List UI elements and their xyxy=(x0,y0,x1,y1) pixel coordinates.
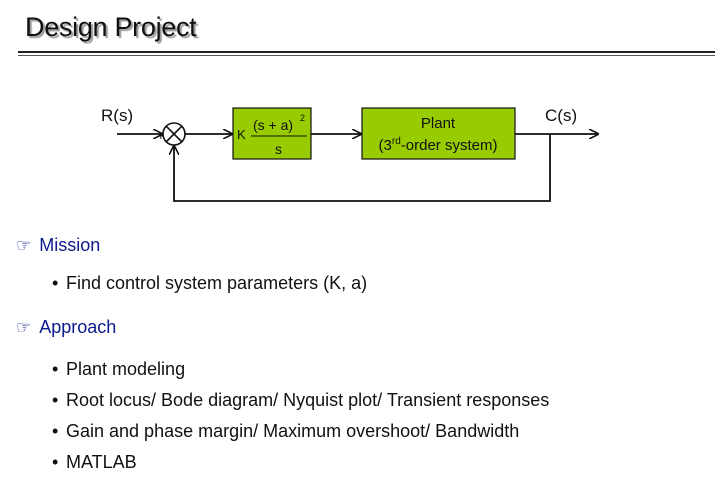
block-diagram: R(s) + K (s + a) 2 s Plant (3rd-order sy… xyxy=(101,106,720,202)
list-item: • Gain and phase margin/ Maximum overshoo… xyxy=(52,421,519,442)
controller-gain: K xyxy=(237,127,246,142)
input-label: R(s) xyxy=(101,106,133,125)
output-label: C(s) xyxy=(545,106,577,125)
list-item: • Find control system parameters (K, a) xyxy=(52,273,367,294)
controller-numerator: (s + a) xyxy=(253,117,293,133)
section-heading-label: Approach xyxy=(39,317,117,337)
plant-block xyxy=(361,107,516,160)
bullet-dot: • xyxy=(52,273,59,293)
section-heading-label: Mission xyxy=(39,235,101,255)
section-heading-approach: ☞ Approach xyxy=(16,317,116,338)
controller-block xyxy=(232,107,312,160)
bullet-dot: • xyxy=(52,359,59,379)
list-item-text: Gain and phase margin/ Maximum overshoot… xyxy=(66,421,520,441)
plant-order-label: (3rd-order system) xyxy=(379,136,498,154)
controller-denominator: s xyxy=(275,141,282,157)
section-heading-mission: ☞ Mission xyxy=(16,235,100,256)
plant-label: Plant xyxy=(421,115,456,132)
pointing-hand-icon: ☞ xyxy=(16,235,32,255)
list-item-text: Root locus/ Bode diagram/ Nyquist plot/ … xyxy=(66,390,550,410)
bullet-dot: • xyxy=(52,421,59,441)
summing-junction xyxy=(162,122,186,146)
title-rule-thick xyxy=(18,51,715,53)
pointing-hand-icon: ☞ xyxy=(16,317,32,337)
feedback-path xyxy=(174,134,551,202)
list-item: • MATLAB xyxy=(52,452,137,473)
bullet-dot: • xyxy=(52,452,59,472)
title-rule-thin xyxy=(18,55,715,56)
list-item-text: Plant modeling xyxy=(66,359,186,379)
list-item-text: MATLAB xyxy=(66,452,137,472)
slide-title: Design Project xyxy=(25,12,197,42)
list-item-text: Find control system parameters (K, a) xyxy=(66,273,368,293)
bullet-dot: • xyxy=(52,390,59,410)
list-item: • Root locus/ Bode diagram/ Nyquist plot/… xyxy=(52,390,549,411)
controller-exponent: 2 xyxy=(300,113,305,123)
list-item: • Plant modeling xyxy=(52,359,185,380)
summing-plus-sign: + xyxy=(157,128,165,143)
